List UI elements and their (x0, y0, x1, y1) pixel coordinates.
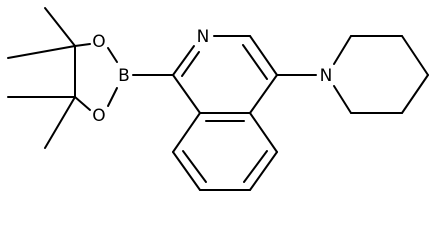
bond-pip-c6-n (333, 85, 352, 114)
bond-c7-c8-a (172, 151, 201, 191)
bond-c8-c8a (172, 112, 201, 153)
structure-drawing: O O B N N (7, 7, 429, 191)
bond-c7-c8-b (182, 150, 207, 183)
atom-label-boron: B (118, 66, 130, 86)
bond-c5-c6-b (243, 150, 268, 183)
chemical-structure-canvas: O O B N N (7, 7, 429, 191)
bond-c5-c6-a (249, 151, 278, 191)
bond-c1-n2-a (172, 45, 195, 76)
atom-label-oxygen-bottom: O (92, 106, 105, 126)
atom-label-oxygen-top: O (92, 32, 105, 52)
bond-c8a-c1 (172, 74, 201, 114)
bond-o-b-top (107, 47, 118, 63)
atom-label-ring-nitrogen: N (197, 27, 210, 47)
bond-pip-n-c2 (333, 35, 352, 65)
bond-c4a-c5 (249, 112, 278, 153)
bond-methyl-1 (44, 7, 76, 47)
bond-pip-c4-c5 (401, 74, 429, 114)
bond-c-o-top (74, 43, 91, 47)
bond-methyl-2 (7, 45, 76, 59)
bond-o-b-bottom (107, 87, 118, 107)
atom-label-piperidine-nitrogen: N (320, 66, 333, 86)
bond-methyl-4 (44, 96, 76, 149)
bond-c3-c4-b (242, 44, 268, 80)
bond-c1-n2-b (181, 51, 200, 77)
bond-c4-c4a (249, 74, 278, 114)
bond-c3-c4-a (249, 35, 278, 76)
bond-pip-c3-c4 (401, 35, 429, 76)
bond-c-o-bottom (74, 96, 91, 111)
